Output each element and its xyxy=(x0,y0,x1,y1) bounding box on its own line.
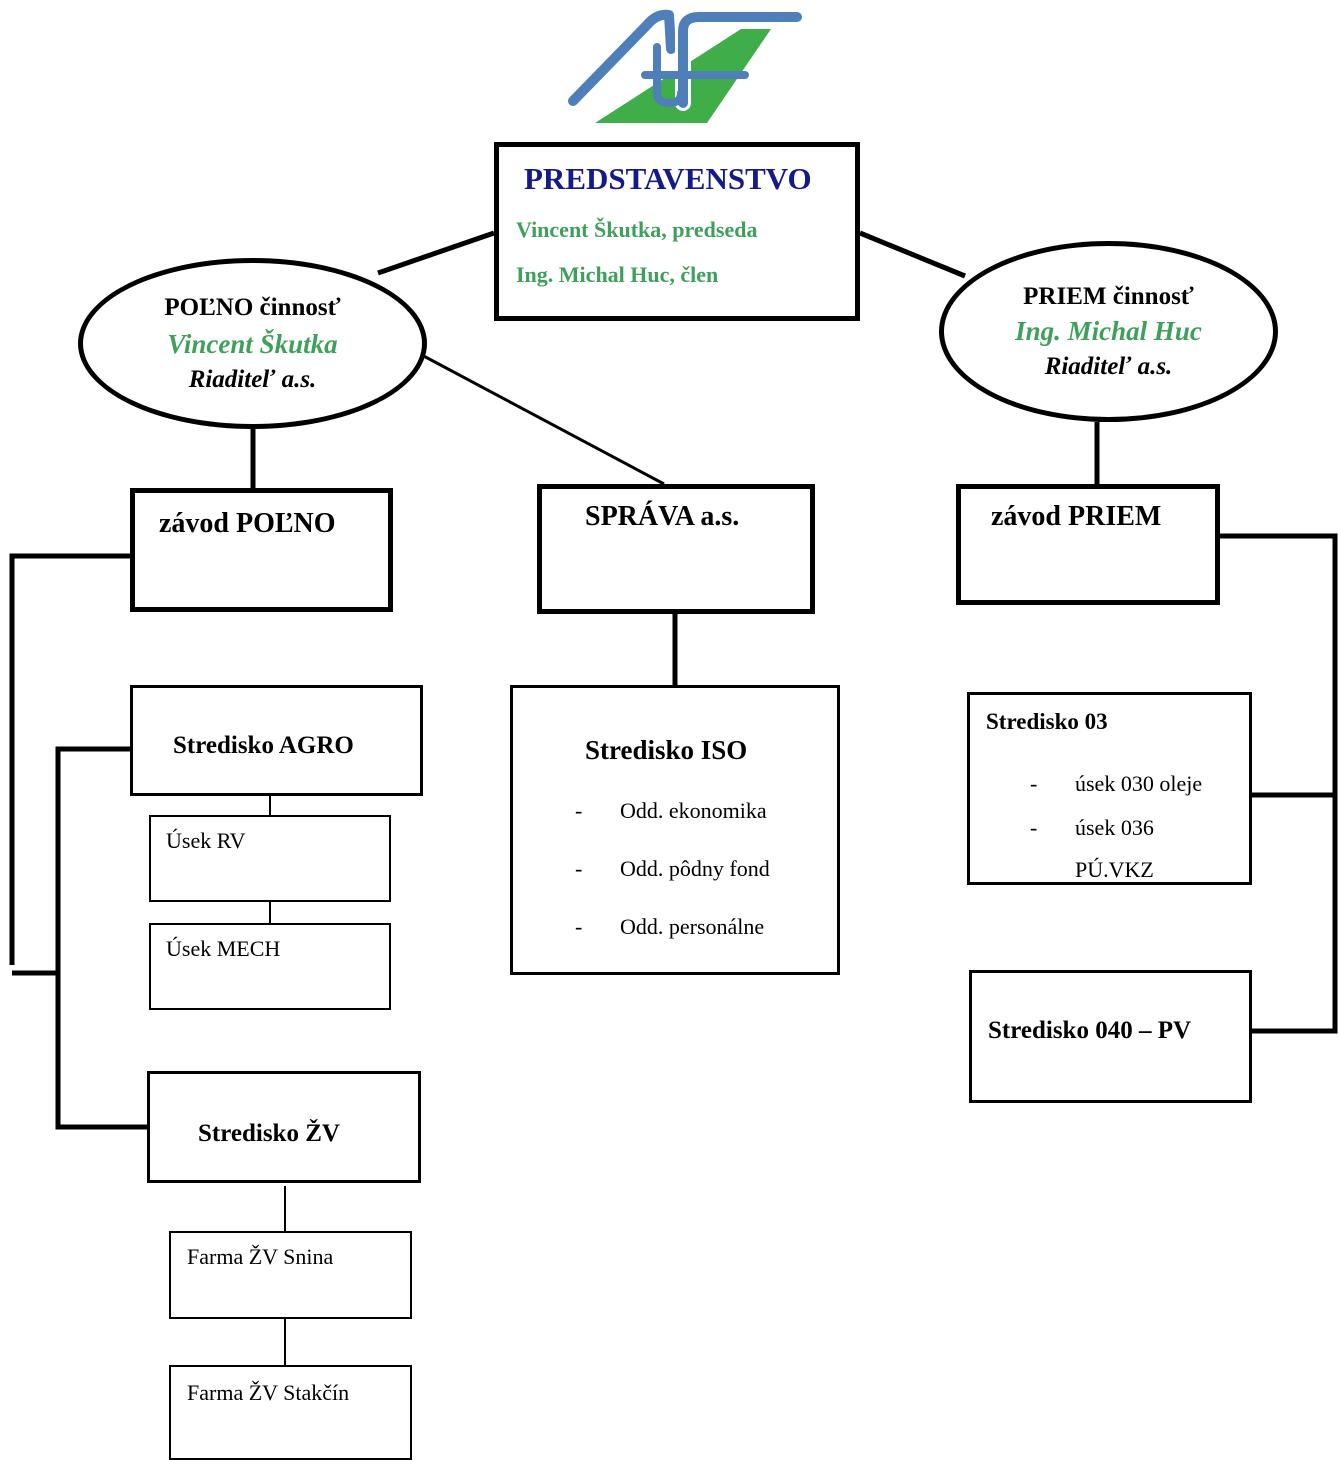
board-member-chairman: Vincent Škutka, predseda xyxy=(516,217,758,242)
polno-division-role: Riaditeľ a.s. xyxy=(188,365,317,393)
usek-rv-label: Úsek RV xyxy=(166,828,246,853)
priem-division-role: Riaditeľ a.s. xyxy=(1044,353,1173,380)
usek-mech-label: Úsek MECH xyxy=(166,936,281,961)
stredisko-iso-title: Stredisko ISO xyxy=(585,735,748,765)
board-member: Ing. Michal Huc, člen xyxy=(516,262,719,287)
stredisko-zv-title: Stredisko ŽV xyxy=(198,1120,340,1147)
priem-division-ellipse: PRIEM činnosť Ing. Michal Huc Riaditeľ a… xyxy=(939,241,1278,422)
stredisko-03-extra: PÚ.VKZ xyxy=(1075,857,1154,882)
polno-division-ellipse: POĽNO činnosť Vincent Škutka Riaditeľ a.… xyxy=(78,258,427,429)
company-logo xyxy=(565,6,805,123)
stredisko-zv-box: Stredisko ŽV xyxy=(147,1071,421,1183)
zavod-priem-title: závod PRIEM xyxy=(991,501,1162,532)
zavod-priem-box: závod PRIEM xyxy=(956,484,1220,605)
usek-mech-box: Úsek MECH xyxy=(149,923,391,1010)
farma-snina-box: Farma ŽV Snina xyxy=(169,1231,412,1319)
stredisko-040-box: Stredisko 040 – PV xyxy=(969,970,1252,1103)
stredisko-agro-box: Stredisko AGRO xyxy=(130,685,423,796)
sprava-title: SPRÁVA a.s. xyxy=(585,501,740,532)
board-box: PREDSTAVENSTVO Vincent Škutka, predseda … xyxy=(494,142,860,321)
zavod-polno-title: závod POĽNO xyxy=(159,508,336,539)
zavod-polno-box: závod POĽNO xyxy=(130,488,393,612)
farma-snina-label: Farma ŽV Snina xyxy=(187,1244,334,1269)
polno-division-title: POĽNO činnosť xyxy=(164,293,341,321)
stredisko-040-title: Stredisko 040 – PV xyxy=(988,1017,1192,1044)
priem-division-title: PRIEM činnosť xyxy=(1023,283,1194,310)
usek-rv-box: Úsek RV xyxy=(149,815,391,902)
polno-division-person: Vincent Škutka xyxy=(167,328,338,359)
stredisko-03-box: Stredisko 03 -úsek 030 oleje -úsek 036 P… xyxy=(967,692,1252,885)
stredisko-iso-box: Stredisko ISO -Odd. ekonomika -Odd. pôdn… xyxy=(510,685,840,975)
stredisko-agro-title: Stredisko AGRO xyxy=(173,732,354,759)
board-title: PREDSTAVENSTVO xyxy=(524,161,812,196)
sprava-box: SPRÁVA a.s. xyxy=(537,484,815,614)
farma-stakcin-box: Farma ŽV Stakčín xyxy=(169,1365,412,1460)
priem-division-person: Ing. Michal Huc xyxy=(1015,316,1202,346)
stredisko-03-title: Stredisko 03 xyxy=(986,709,1108,734)
farma-stakcin-label: Farma ŽV Stakčín xyxy=(187,1380,350,1405)
